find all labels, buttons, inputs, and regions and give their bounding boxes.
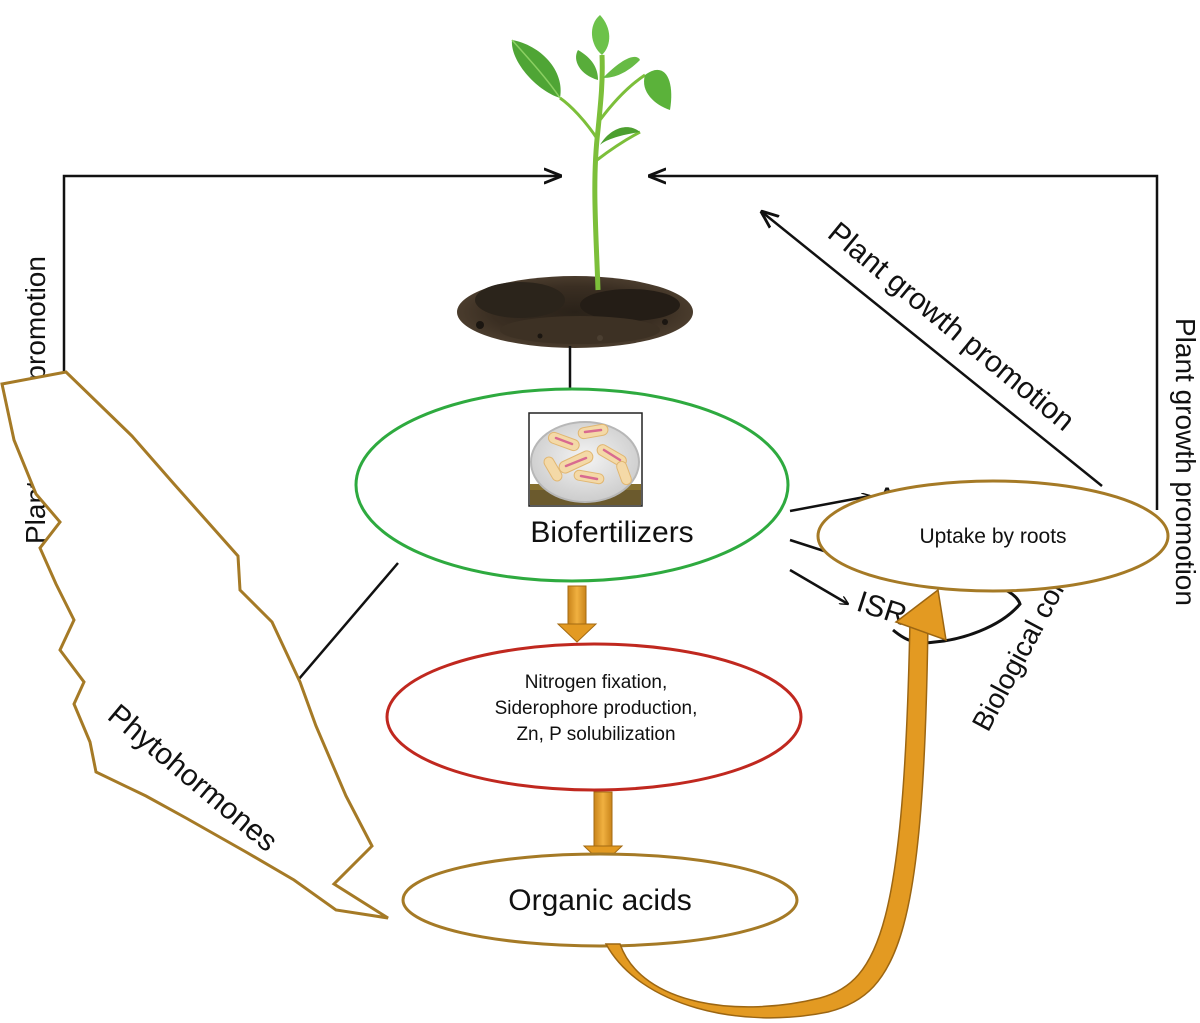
process-line-3: Zn, P solubilization bbox=[516, 724, 675, 745]
left-feedback-line bbox=[62, 176, 560, 378]
organic-acids-label: Organic acids bbox=[508, 884, 691, 917]
uptake-node bbox=[816, 479, 1170, 593]
process-ellipse bbox=[385, 642, 803, 792]
phytohormones-zigzag bbox=[0, 370, 389, 920]
biofertilizers-label: Biofertilizers bbox=[530, 516, 693, 549]
process-line-1: Nitrogen fixation, bbox=[525, 672, 668, 693]
arrow-to-isr bbox=[789, 568, 848, 604]
seedling-in-soil-icon bbox=[457, 15, 693, 348]
bacteria-petri-dish-icon bbox=[528, 412, 643, 507]
right-promo-label: Plant growth promotion bbox=[1170, 318, 1200, 606]
organic-acids-oval bbox=[401, 852, 799, 948]
crescent-arrow-head bbox=[894, 588, 947, 642]
right-feedback-line bbox=[650, 176, 1159, 510]
diagonal-promo-label: Plant growth promotion bbox=[822, 216, 1081, 438]
uptake-label: Uptake by roots bbox=[919, 525, 1066, 548]
orange-arrow-1 bbox=[556, 585, 598, 643]
diagonal-feedback-line bbox=[762, 212, 1103, 487]
process-line-2: Siderophore production, bbox=[495, 698, 698, 719]
isr-label: ISR bbox=[853, 585, 911, 632]
arrow-to-antibiotics bbox=[789, 496, 870, 513]
